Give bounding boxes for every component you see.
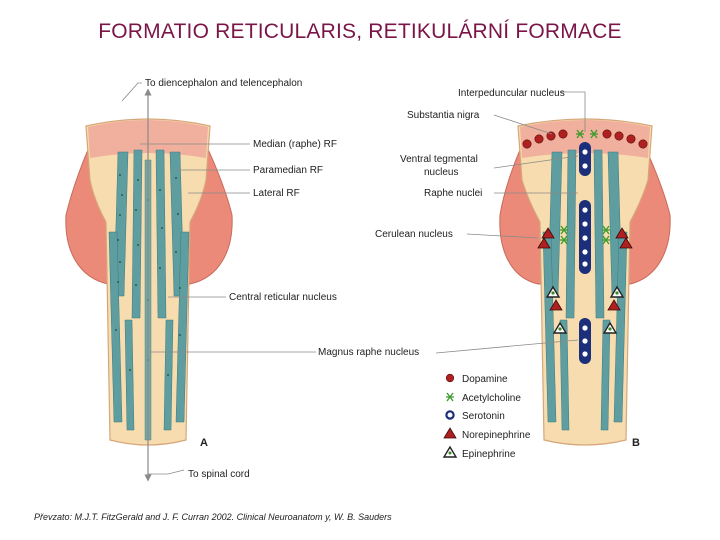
asterisk-icon bbox=[446, 392, 454, 402]
acetylcholine-markers bbox=[560, 129, 610, 245]
reticular-tracts bbox=[542, 149, 628, 431]
brainstem-diagram-a bbox=[65, 88, 233, 482]
dot-icon bbox=[445, 373, 455, 383]
label-lateral-rf: Lateral RF bbox=[253, 188, 300, 199]
label-interpeduncular: Interpeduncular nucleus bbox=[458, 88, 565, 99]
label-median-rf: Median (raphe) RF bbox=[253, 139, 337, 150]
reticular-tracts bbox=[108, 149, 190, 441]
triangle-icon bbox=[443, 427, 457, 439]
dopamine-markers bbox=[522, 129, 648, 149]
label-raphe-nuclei: Raphe nuclei bbox=[424, 188, 482, 199]
label-central-reticular: Central reticular nucleus bbox=[229, 292, 337, 303]
label-ventral-tegmental-2: nucleus bbox=[424, 167, 458, 178]
leader-lines-a bbox=[121, 82, 316, 475]
label-cerulean-nucleus: Cerulean nucleus bbox=[375, 229, 453, 240]
panel-letter-a: A bbox=[200, 437, 208, 449]
label-to-diencephalon: To diencephalon and telencephalon bbox=[145, 78, 302, 89]
midbrain-cap bbox=[520, 120, 650, 158]
norepinephrine-markers bbox=[537, 227, 633, 311]
leader-lines-b bbox=[435, 91, 586, 354]
reticular-dots bbox=[115, 174, 181, 376]
legend-label-epinephrine: Epinephrine bbox=[462, 449, 516, 460]
label-paramedian-rf: Paramedian RF bbox=[253, 165, 323, 176]
legend-label-acetylcholine: Acetylcholine bbox=[462, 393, 521, 404]
legend-label-serotonin: Serotonin bbox=[462, 411, 505, 422]
legend: Dopamine Acetylcholine Serotonin Norepin… bbox=[442, 373, 531, 460]
label-substantia-nigra: Substantia nigra bbox=[407, 110, 480, 121]
panel-letter-b: B bbox=[632, 437, 640, 449]
ring-icon bbox=[445, 410, 455, 420]
legend-label-norepinephrine: Norepinephrine bbox=[462, 430, 531, 441]
label-ventral-tegmental: Ventral tegmental bbox=[400, 154, 478, 165]
serotonin-column bbox=[579, 142, 591, 364]
legend-label-dopamine: Dopamine bbox=[462, 374, 508, 385]
brainstem-diagram-b bbox=[499, 118, 671, 446]
slide-title: FORMATIO RETICULARIS, RETIKULÁRNÍ FORMAC… bbox=[98, 20, 622, 43]
label-to-spinal-cord: To spinal cord bbox=[188, 469, 250, 480]
source-citation: Převzato: M.J.T. FitzGerald and J. F. Cu… bbox=[34, 512, 392, 522]
label-magnus-raphe: Magnus raphe nucleus bbox=[318, 347, 419, 358]
